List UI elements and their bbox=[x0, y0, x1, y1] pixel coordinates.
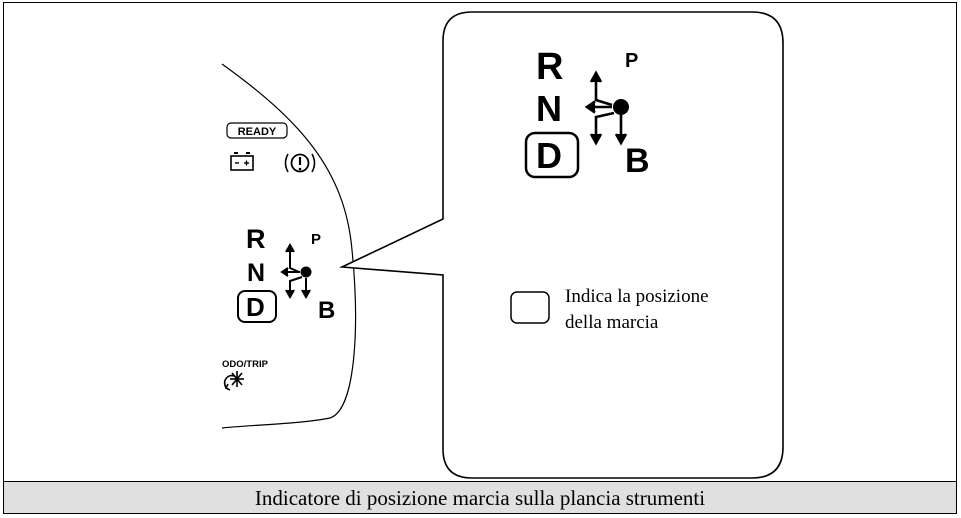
warning-icon bbox=[284, 153, 316, 173]
callout-gear-p: P bbox=[625, 50, 638, 72]
legend-swatch bbox=[510, 291, 550, 324]
callout-gear-r: R bbox=[536, 46, 563, 88]
callout-gear-d: D bbox=[536, 135, 562, 176]
callout-gear-b: B bbox=[625, 142, 650, 180]
odo-trip-label: ODO/TRIP bbox=[222, 359, 269, 370]
callout-gear-n: N bbox=[536, 88, 562, 129]
legend-line-2: della marcia bbox=[565, 312, 659, 333]
battery-icon bbox=[230, 152, 254, 171]
ready-label: READY bbox=[238, 126, 277, 138]
cluster-outline bbox=[221, 63, 357, 429]
callout-gear-indicator: R P N D B bbox=[524, 46, 650, 180]
figure-caption: Indicatore di posizione marcia sulla pla… bbox=[254, 486, 706, 510]
cluster-gear-indicator: R P N D B bbox=[237, 224, 335, 324]
legend-line-1: Indica la posizione bbox=[565, 286, 709, 307]
callout-bubble bbox=[338, 11, 784, 479]
trip-knob-icon bbox=[223, 371, 244, 391]
shift-arrows-icon bbox=[280, 242, 312, 300]
cluster-gear-d: D bbox=[246, 292, 265, 322]
ready-indicator: READY bbox=[226, 122, 288, 139]
caption-band: Indicatore di posizione marcia sulla pla… bbox=[3, 481, 957, 514]
cluster-gear-n: N bbox=[247, 259, 265, 287]
cluster-gear-r: R bbox=[246, 224, 266, 254]
cluster-gear-b: B bbox=[318, 297, 335, 324]
shift-arrows-icon bbox=[584, 70, 629, 146]
cluster-gear-p: P bbox=[311, 231, 321, 248]
